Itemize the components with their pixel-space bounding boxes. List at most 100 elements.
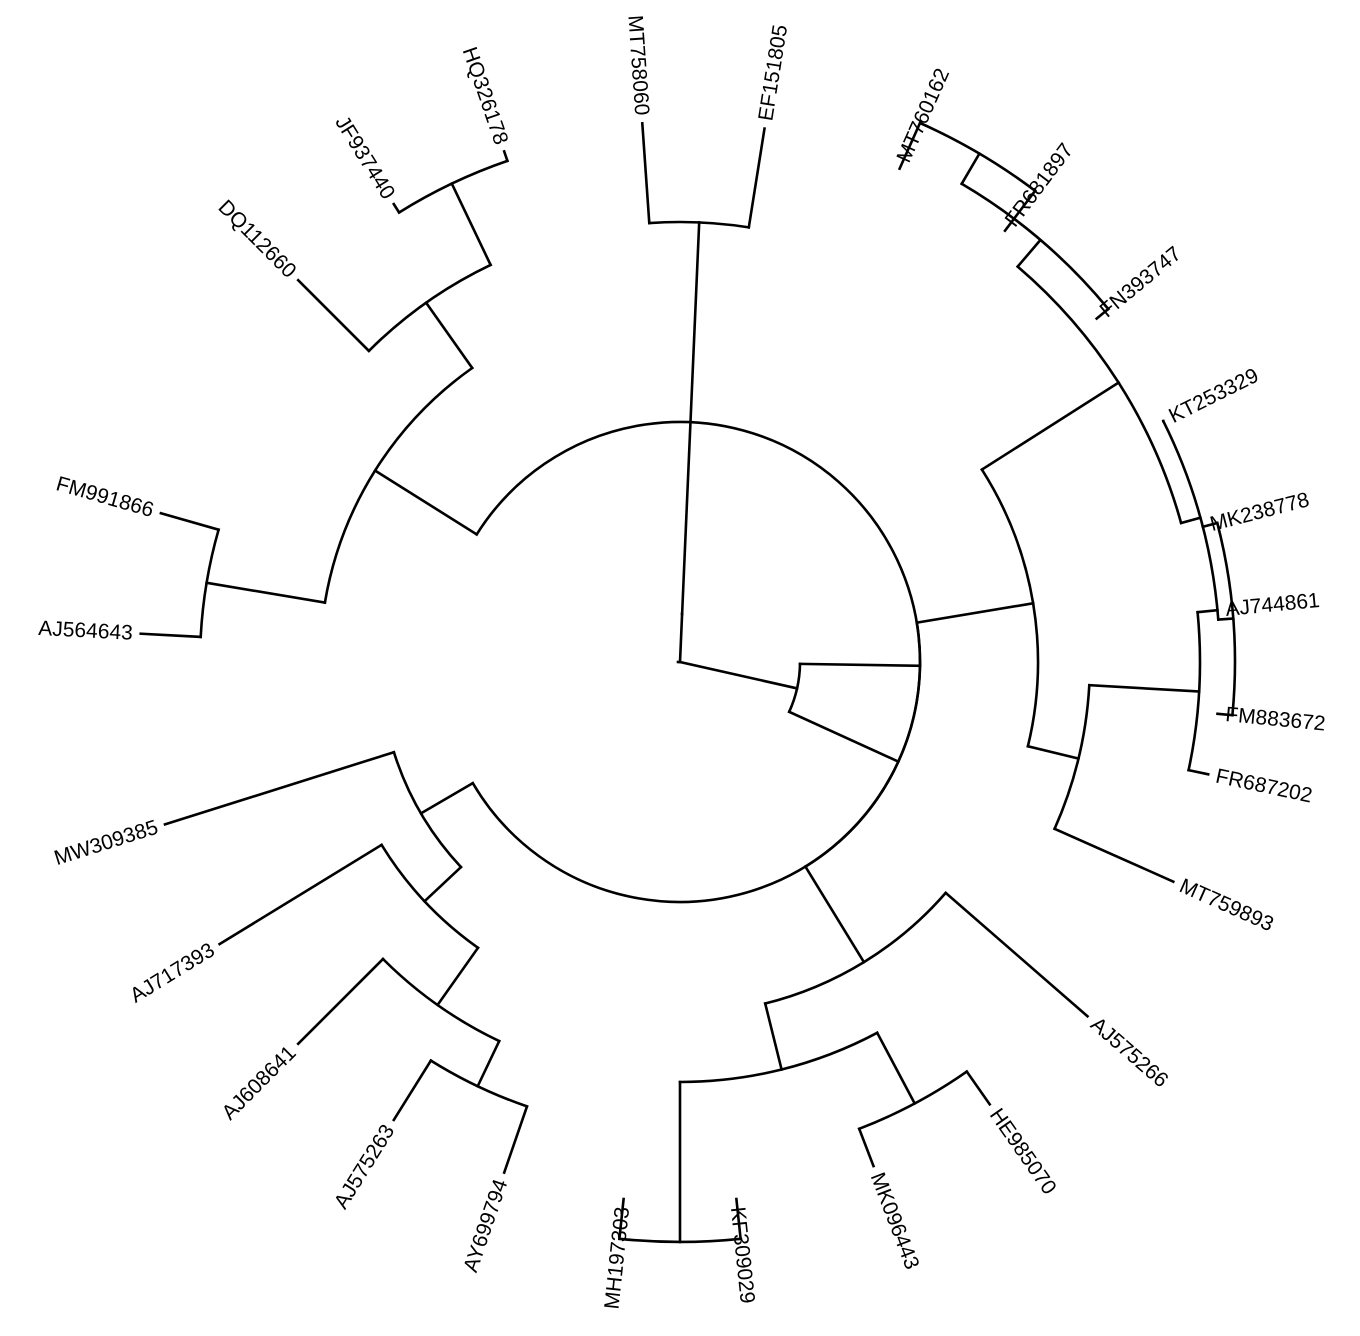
tree-branch <box>617 1197 626 1241</box>
tree-branch <box>422 865 463 904</box>
tree-branch <box>798 662 922 668</box>
tree-branch <box>1015 264 1183 525</box>
tree-branch <box>763 891 948 1006</box>
tree-branch <box>139 632 203 639</box>
tree-branch <box>392 1058 433 1122</box>
tree-branch <box>1094 307 1111 321</box>
leaf-label: MT759893 <box>1176 874 1277 936</box>
tree-branch <box>1161 419 1220 621</box>
tree-branch <box>980 380 1121 472</box>
tree-branch <box>1003 188 1037 233</box>
tree-branch <box>959 151 982 186</box>
tree-branch <box>980 467 1040 748</box>
tree-branch <box>918 121 1037 193</box>
tree-branch <box>450 181 493 267</box>
tree-branch <box>897 121 922 171</box>
tree-branch <box>787 662 802 714</box>
tree-branch <box>1215 521 1237 717</box>
tree-branch <box>1052 827 1176 884</box>
tree-branch <box>747 127 766 229</box>
tree-branch <box>787 710 901 764</box>
tree-branch <box>1187 610 1202 772</box>
tree-branch <box>475 1039 501 1088</box>
leaf-label: KF309029 <box>726 1206 759 1305</box>
tree-branch <box>199 528 221 639</box>
tree-branch <box>857 1069 969 1131</box>
tree-branch <box>1026 744 1081 761</box>
leaf-label: FM883672 <box>1224 703 1326 736</box>
leaf-label: AJ717393 <box>126 938 219 1007</box>
leaf-label: FM991866 <box>54 472 157 522</box>
tree-branch <box>392 750 463 869</box>
leaf-label: JF937440 <box>330 112 399 203</box>
tree-branch <box>419 781 475 816</box>
tree-branch <box>640 121 651 225</box>
leaf-label: HE985070 <box>985 1104 1061 1198</box>
leaf-label: MT760162 <box>892 65 954 166</box>
leaf-label: FR681897 <box>1001 139 1078 231</box>
tree-branch <box>964 1069 992 1107</box>
leaf-label: KT253329 <box>1165 364 1262 428</box>
tree-branch <box>217 843 384 946</box>
leaf-label: AJ608641 <box>217 1041 300 1124</box>
tree-branches <box>139 121 1237 1244</box>
tree-branch <box>379 843 480 950</box>
tree-branch <box>397 159 510 215</box>
leaf-label: AJ575263 <box>330 1121 400 1213</box>
leaf-label: HQ326178 <box>458 44 513 148</box>
tree-branch <box>1052 683 1091 831</box>
tree-branch <box>857 1127 876 1168</box>
tree-branch <box>429 1058 529 1109</box>
leaf-label: MW309385 <box>52 816 161 870</box>
tree-branch <box>678 660 799 690</box>
tree-branch <box>678 1031 879 1084</box>
leaf-label: MH197303 <box>601 1206 635 1311</box>
tree-branch <box>471 420 922 904</box>
tree-branch <box>435 945 480 1007</box>
tree-branch <box>1201 521 1219 529</box>
tree-branch <box>803 864 866 964</box>
tree-branch <box>381 957 501 1043</box>
leaf-label: AJ564643 <box>38 617 134 645</box>
tree-branch <box>323 366 475 605</box>
tree-branch <box>734 1197 743 1241</box>
tree-branch <box>680 221 701 616</box>
leaf-label: MT758060 <box>623 14 653 116</box>
leaf-label: AJ575266 <box>1086 1013 1172 1092</box>
tree-branch <box>1187 768 1210 776</box>
leaf-label: AY699794 <box>459 1176 512 1275</box>
leaf-label: AJ744861 <box>1224 589 1320 621</box>
tree-branch <box>502 1104 529 1175</box>
leaf-label: MK238778 <box>1208 488 1312 536</box>
leaf-label: FN393747 <box>1096 242 1186 322</box>
tree-branch <box>1179 516 1202 525</box>
tree-branch <box>205 581 327 605</box>
tree-branch <box>617 1237 743 1244</box>
tree-branch <box>392 202 401 215</box>
leaf-label: EF151805 <box>754 23 792 122</box>
tree-branch <box>1216 617 1235 621</box>
tree-branch <box>959 182 1111 311</box>
tree-branch <box>367 263 493 353</box>
tree-branch <box>424 300 475 370</box>
leaf-label: FR687202 <box>1214 765 1315 808</box>
tree-branch <box>1015 238 1043 269</box>
tree-branch <box>1196 608 1219 614</box>
tree-branch <box>915 601 1035 625</box>
tree-branch <box>159 511 221 532</box>
tree-branch <box>502 149 510 163</box>
leaf-label: DQ112660 <box>214 196 301 283</box>
tree-branch <box>875 1031 917 1106</box>
tree-branch <box>296 278 371 353</box>
tree-branch <box>678 612 684 664</box>
tree-branch <box>1087 683 1201 693</box>
tree-branch <box>1216 712 1234 717</box>
tree-branch <box>763 1001 784 1072</box>
tree-branch <box>296 957 385 1046</box>
tree-branch <box>163 750 396 827</box>
tree-branch <box>647 220 751 229</box>
tree-branch <box>373 468 479 537</box>
leaf-label: MK096443 <box>866 1169 924 1272</box>
tree-branch <box>943 891 1090 1019</box>
